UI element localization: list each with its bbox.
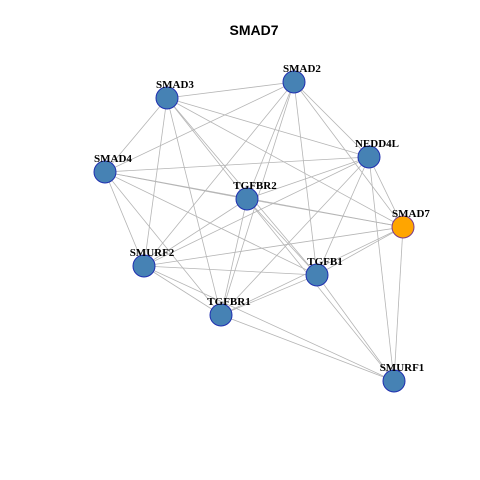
- node-label-smad4: SMAD4: [94, 153, 132, 165]
- edge-smad3-smad4: [104, 97, 168, 173]
- node-nedd4l: [357, 145, 381, 169]
- node-label-tgfbr2: TGFBR2: [233, 180, 277, 192]
- edge-tgfbr2-tgfbr1: [220, 198, 248, 316]
- edge-nedd4l-smad7: [368, 156, 404, 228]
- edge-smurf2-tgfbr1: [143, 265, 222, 316]
- node-label-smad3: SMAD3: [156, 79, 194, 91]
- edge-smad3-smad2: [166, 81, 295, 99]
- node-tgfbr1: [209, 303, 233, 327]
- edge-smad2-tgfbr2: [246, 81, 295, 200]
- edge-tgfbr2-tgfb1: [246, 198, 318, 276]
- edge-smurf2-smurf1: [143, 265, 395, 382]
- node-label-smad7: SMAD7: [392, 208, 430, 220]
- node-smad3: [155, 86, 179, 110]
- edge-nedd4l-tgfbr1: [220, 156, 370, 316]
- edge-smad2-nedd4l: [293, 81, 370, 158]
- edge-smurf2-tgfb1: [143, 265, 318, 276]
- edge-tgfbr1-smurf1: [220, 314, 395, 382]
- edge-smad4-tgfbr1: [104, 171, 222, 316]
- node-label-smad2: SMAD2: [283, 63, 321, 75]
- edge-smad4-smurf2: [104, 171, 145, 267]
- edge-smad7-smurf1: [393, 226, 404, 382]
- node-layer: [93, 70, 415, 393]
- edge-tgfb1-tgfbr1: [220, 274, 318, 316]
- edge-smad3-tgfbr1: [166, 97, 222, 316]
- node-smad4: [93, 160, 117, 184]
- diagram-title: SMAD7: [229, 22, 278, 38]
- edge-smad3-tgfb1: [166, 97, 318, 276]
- edge-smad7-tgfb1: [316, 226, 404, 276]
- edge-smad3-tgfbr2: [166, 97, 248, 200]
- edge-smad2-smad7: [293, 81, 404, 228]
- node-smad2: [282, 70, 306, 94]
- node-label-nedd4l: NEDD4L: [355, 138, 399, 150]
- node-label-tgfbr1: TGFBR1: [207, 296, 250, 308]
- node-label-tgfb1: TGFB1: [307, 256, 342, 268]
- edge-tgfbr2-smurf2: [143, 198, 248, 267]
- edge-tgfbr2-smad7: [246, 198, 404, 228]
- node-label-smurf2: SMURF2: [130, 247, 175, 259]
- edge-nedd4l-smurf2: [143, 156, 370, 267]
- node-label-smurf1: SMURF1: [380, 362, 425, 374]
- edge-tgfb1-smurf1: [316, 274, 395, 382]
- edge-smad2-smurf2: [143, 81, 295, 267]
- edge-smad4-nedd4l: [104, 156, 370, 173]
- node-smurf2: [132, 254, 156, 278]
- edge-smad4-tgfb1: [104, 171, 318, 276]
- node-smad7: [391, 215, 415, 239]
- edge-nedd4l-tgfbr2: [246, 156, 370, 200]
- node-smurf1: [382, 369, 406, 393]
- node-tgfb1: [305, 263, 329, 287]
- edge-tgfbr2-smurf1: [246, 198, 395, 382]
- edge-smad2-smad4: [104, 81, 295, 173]
- node-tgfbr2: [235, 187, 259, 211]
- edge-smad3-nedd4l: [166, 97, 370, 158]
- edge-nedd4l-smurf1: [368, 156, 395, 382]
- edge-smad7-smurf2: [143, 226, 404, 267]
- edge-smad3-smad7: [166, 97, 404, 228]
